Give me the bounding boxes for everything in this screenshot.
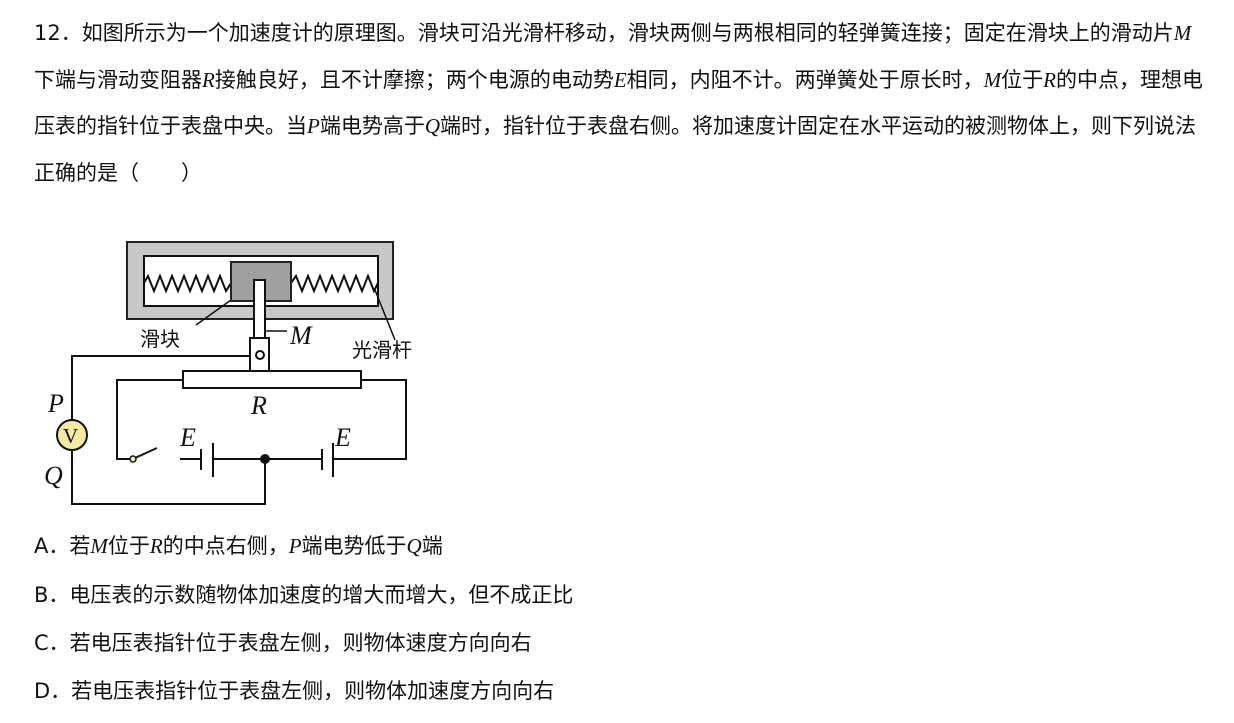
var: M — [90, 534, 108, 558]
label-E1: E — [179, 423, 196, 452]
text: 下端与滑动变阻器 — [34, 67, 202, 92]
var: P — [288, 534, 302, 558]
label-slider: 滑块 — [140, 327, 180, 351]
label-E2: E — [334, 423, 351, 452]
text: 端时，指针位于表盘右侧。将加速度计固定在水平运动的被测物体上，则下列说法正确的是… — [34, 114, 1196, 185]
option-letter: D． — [34, 679, 72, 703]
text: 如图所示为一个加速度计的原理图。滑块可沿光滑杆移动，滑块两侧与两根相同的轻弹簧连… — [81, 21, 1174, 45]
var: P — [307, 114, 320, 138]
question-number: 12． — [34, 21, 82, 45]
option-letter: B． — [34, 583, 70, 607]
label-R: R — [250, 391, 267, 420]
option-b[interactable]: B．电压表的示数随物体加速度的增大而增大，但不成正比 — [34, 579, 573, 609]
text: 接触良好，且不计摩擦；两个电源的电动势 — [214, 67, 614, 92]
option-letter: C． — [34, 631, 70, 655]
label-M: M — [289, 321, 313, 350]
text: 若电压表指针位于表盘左侧，则物体速度方向向右 — [69, 631, 532, 655]
option-a[interactable]: A．若M位于R的中点右侧，P端电势低于Q端 — [34, 530, 443, 560]
junction — [260, 454, 270, 464]
text: 端电势低于 — [301, 534, 407, 558]
wire — [71, 355, 250, 420]
option-c[interactable]: C．若电压表指针位于表盘左侧，则物体速度方向向右 — [34, 627, 532, 657]
var: R — [202, 67, 215, 92]
option-letter: A． — [34, 534, 70, 558]
left-spring — [143, 273, 232, 294]
var: R — [1043, 67, 1056, 92]
wire — [71, 450, 266, 505]
wire — [333, 379, 407, 460]
wire — [116, 379, 183, 460]
var: M — [1173, 21, 1192, 45]
text: 若 — [69, 534, 91, 558]
var: E — [613, 67, 627, 92]
label-Q: Q — [44, 461, 63, 490]
var: R — [149, 534, 163, 558]
option-d[interactable]: D．若电压表指针位于表盘左侧，则物体加速度方向向右 — [34, 675, 554, 705]
voltmeter-label: V — [63, 424, 78, 448]
rheostat-R — [182, 370, 362, 389]
text: 端电势高于 — [319, 114, 425, 138]
label-rod: 光滑杆 — [352, 338, 412, 362]
voltmeter — [56, 419, 88, 451]
sliding-rod — [253, 279, 266, 339]
text: 位于 — [107, 534, 150, 558]
right-spring — [290, 273, 379, 294]
question-stem: 12．如图所示为一个加速度计的原理图。滑块可沿光滑杆移动，滑块两侧与两根相同的轻… — [34, 10, 1204, 196]
text: 若电压表指针位于表盘左侧，则物体加速度方向向右 — [71, 679, 555, 703]
contact-pivot — [255, 350, 265, 360]
text: 端 — [421, 534, 443, 558]
label-P: P — [47, 389, 64, 418]
text: 位于 — [1001, 67, 1044, 92]
text: 的中点右侧， — [162, 534, 289, 558]
switch — [134, 447, 158, 459]
var: M — [983, 67, 1002, 92]
text: 的中点，理想电压表的指针位于表盘中央。当 — [34, 67, 1203, 139]
text: 电压表的示数随物体加速度的增大而增大，但不成正比 — [69, 583, 574, 607]
var: Q — [424, 114, 440, 138]
switch-pivot — [129, 455, 137, 463]
var: Q — [406, 534, 422, 558]
text: 相同，内阻不计。两弹簧处于原长时， — [626, 67, 984, 92]
